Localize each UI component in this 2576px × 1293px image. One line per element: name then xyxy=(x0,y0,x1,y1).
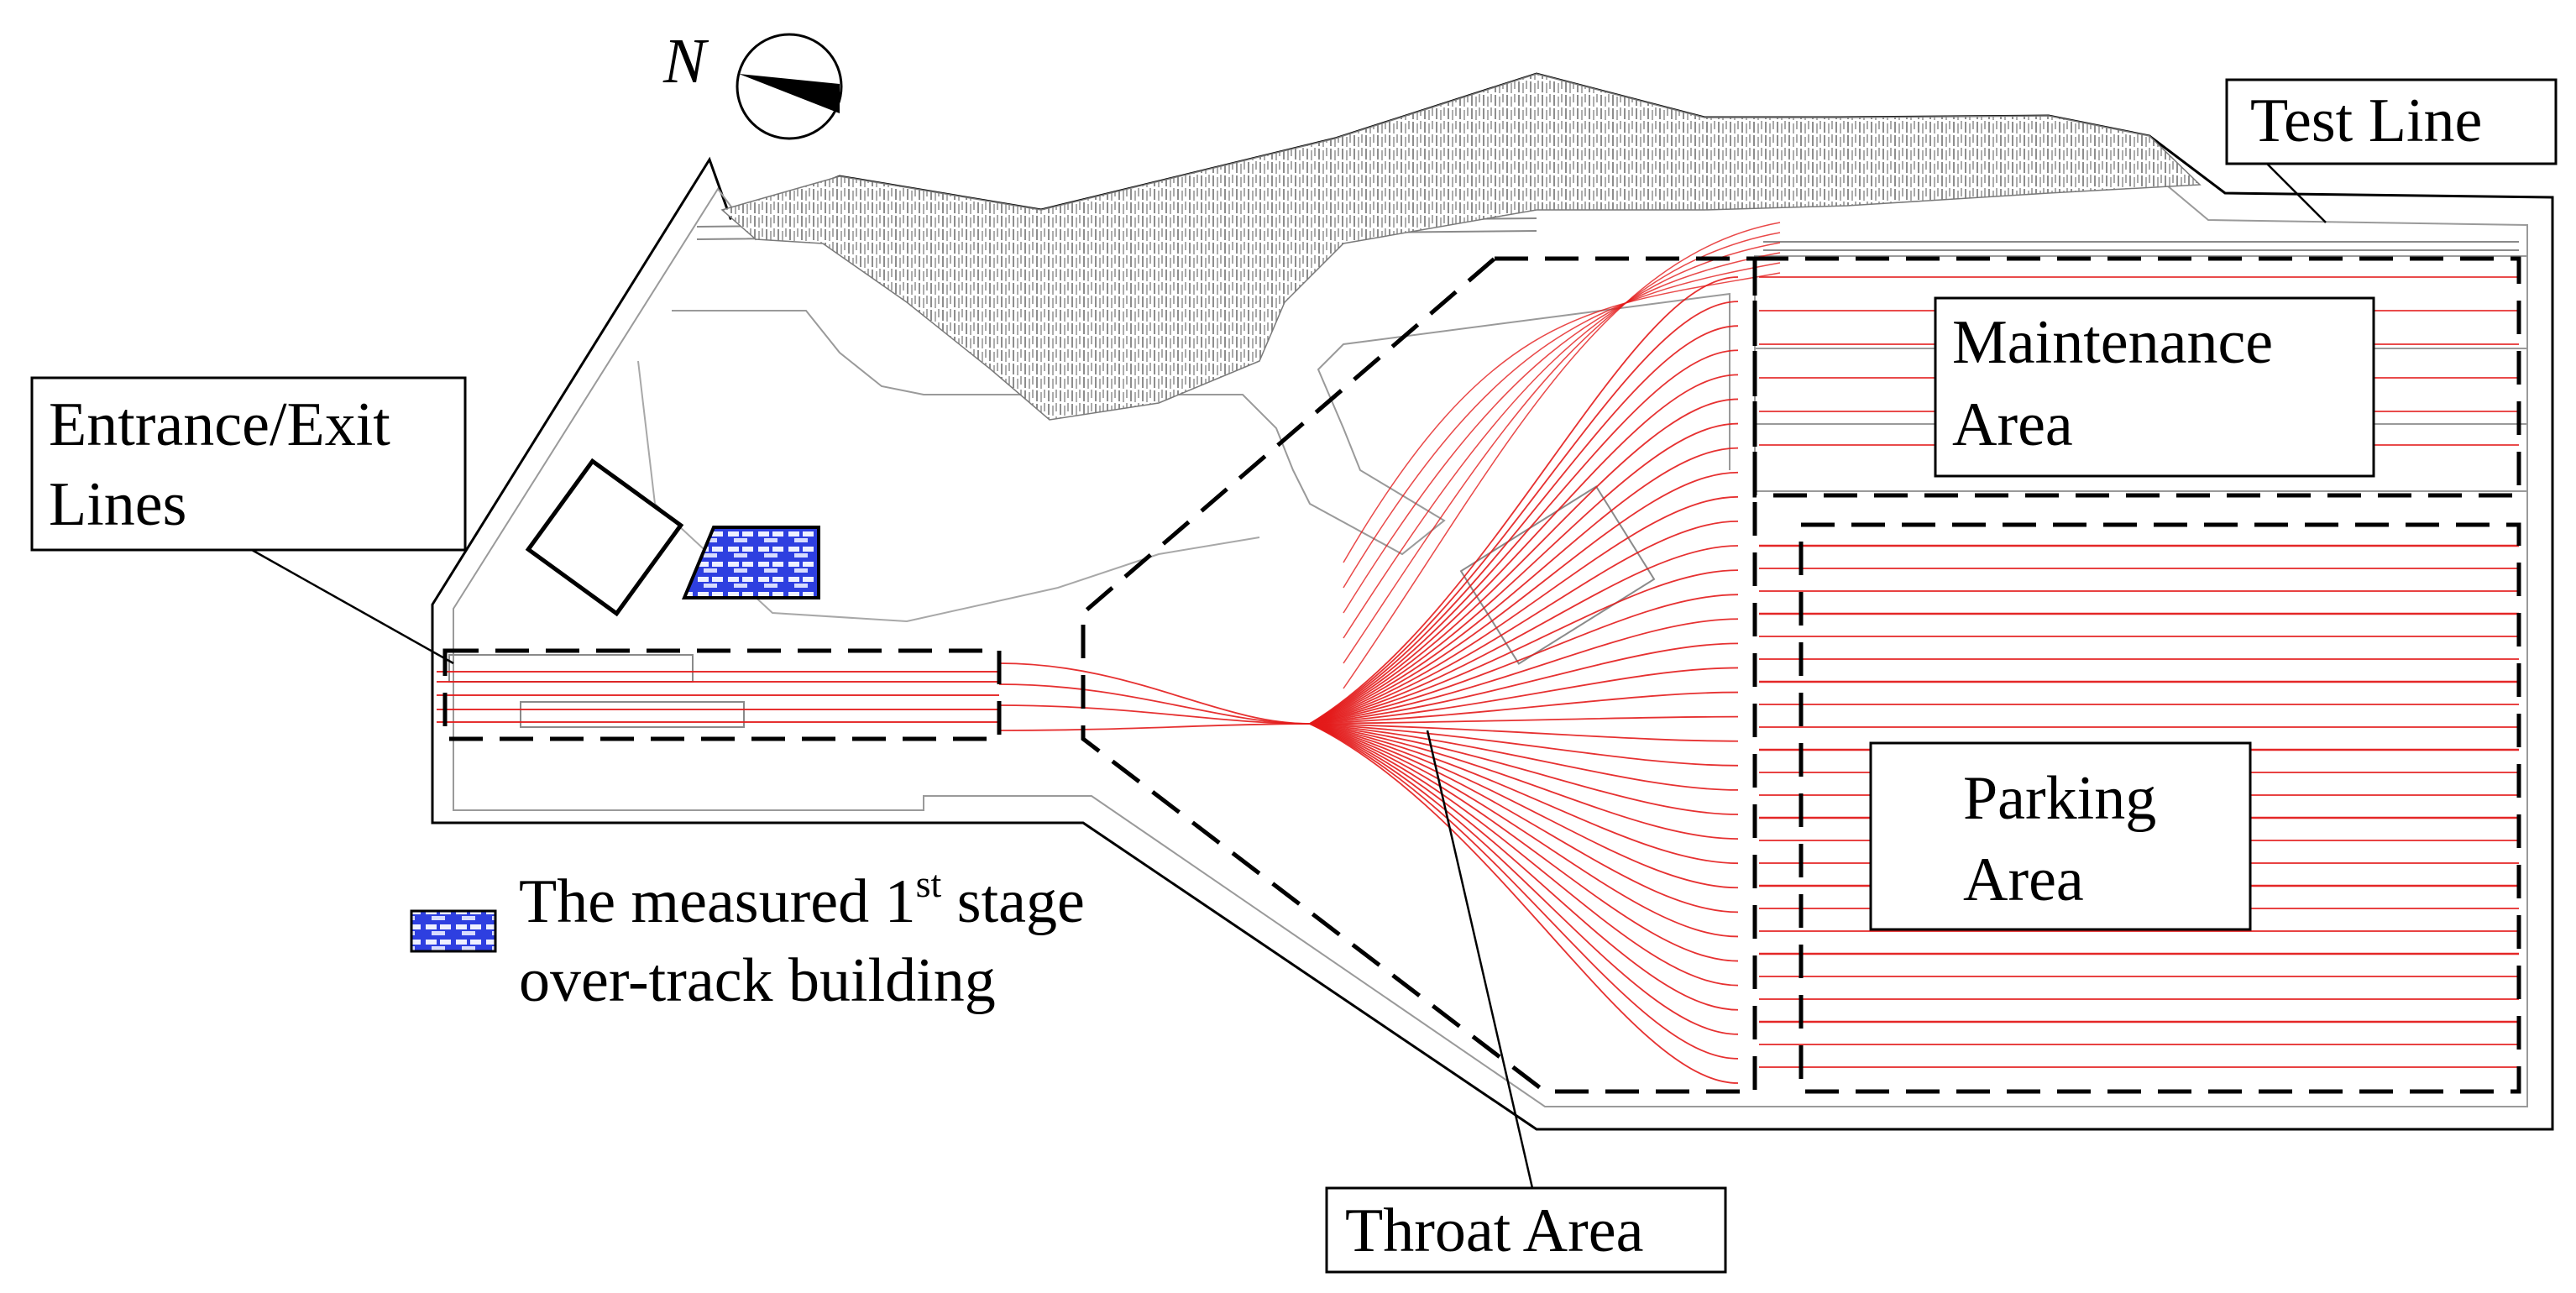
track-line xyxy=(1343,272,1781,563)
track-line xyxy=(1309,349,1739,725)
track-line xyxy=(1309,723,1739,987)
track-line xyxy=(1309,723,1739,840)
track-line xyxy=(1309,723,1739,913)
track-line xyxy=(1309,495,1739,725)
track-line xyxy=(1309,715,1739,725)
track-line xyxy=(1309,723,1739,815)
track-line xyxy=(1343,262,1781,589)
hillside-terrain xyxy=(720,73,2202,421)
leader-lines xyxy=(251,163,2327,1189)
track-line xyxy=(1309,521,1739,725)
entrance-exit-label-line2: Lines xyxy=(49,470,186,539)
track-line xyxy=(1309,667,1739,725)
inner-road xyxy=(672,292,1730,556)
measured-over-track-building xyxy=(682,526,820,599)
label-parking: Parking Area xyxy=(1869,741,2252,931)
track-line xyxy=(1309,723,1739,1035)
maintenance-label-line2: Area xyxy=(1952,390,2073,459)
track-line xyxy=(998,704,1311,725)
track-line xyxy=(1309,723,1739,742)
track-line xyxy=(1343,252,1781,614)
inner-road-loop xyxy=(637,360,1260,623)
test-line-tracks xyxy=(1763,241,2519,251)
track-line xyxy=(1309,276,1739,725)
small-buildings xyxy=(448,485,1656,728)
legend-line1-superscript: st xyxy=(916,862,942,905)
track-line xyxy=(1309,325,1739,725)
zone-boundaries xyxy=(442,256,2521,1094)
test-line-label: Test Line xyxy=(2250,86,2482,155)
track-line xyxy=(1309,447,1739,725)
legend-swatch xyxy=(410,909,497,953)
entrance-exit-label-line1: Entrance/Exit xyxy=(49,390,390,459)
track-line xyxy=(1309,301,1739,725)
maintenance-zone xyxy=(1752,256,2521,498)
track-line xyxy=(1343,232,1781,664)
track-line xyxy=(1309,569,1739,725)
track-line xyxy=(1309,471,1739,725)
track-line xyxy=(1309,723,1739,938)
track-line xyxy=(1309,422,1739,725)
parking-zone xyxy=(1798,522,2521,1094)
legend: The measured 1st stage over-track buildi… xyxy=(410,862,1085,1015)
track-line xyxy=(1343,222,1781,689)
track-line xyxy=(1309,374,1739,725)
track-line xyxy=(1309,594,1739,725)
track-line xyxy=(1309,545,1739,725)
throat-label: Throat Area xyxy=(1345,1196,1643,1265)
label-entrance-exit: Entrance/Exit Lines xyxy=(30,376,467,552)
track-line xyxy=(1309,723,1739,962)
track-line xyxy=(1309,723,1739,767)
label-maintenance: Maintenance Area xyxy=(1934,296,2375,478)
track-line xyxy=(1309,723,1739,791)
track-line xyxy=(1309,723,1739,1011)
track-line xyxy=(1309,723,1739,1060)
entrance-exit-zone xyxy=(442,648,1002,741)
track-line xyxy=(998,683,1311,725)
compass-north-label: N xyxy=(662,26,709,97)
track-line xyxy=(1309,691,1739,725)
track-line xyxy=(1309,642,1739,725)
label-throat: Throat Area xyxy=(1325,1186,1727,1274)
maintenance-label-line1: Maintenance xyxy=(1952,308,2273,377)
legend-line1: The measured 1st stage xyxy=(519,862,1085,936)
track-line xyxy=(998,723,1311,731)
north-compass: N xyxy=(662,26,843,140)
legend-line1-prefix: The measured 1 xyxy=(519,867,916,936)
track-line xyxy=(998,662,1311,725)
track-line xyxy=(1309,618,1739,725)
legend-line1-suffix: stage xyxy=(941,867,1085,936)
existing-building xyxy=(525,458,684,617)
track-line xyxy=(1343,242,1781,639)
track-line xyxy=(1309,723,1739,865)
parking-label-line2: Area xyxy=(1963,845,2084,914)
label-test-line: Test Line xyxy=(2225,78,2558,165)
track-line xyxy=(1309,723,1739,889)
track-line xyxy=(1309,398,1739,725)
track-line xyxy=(1309,723,1739,1084)
parking-label-line1: Parking xyxy=(1963,764,2156,833)
legend-line2: over-track building xyxy=(519,946,996,1015)
